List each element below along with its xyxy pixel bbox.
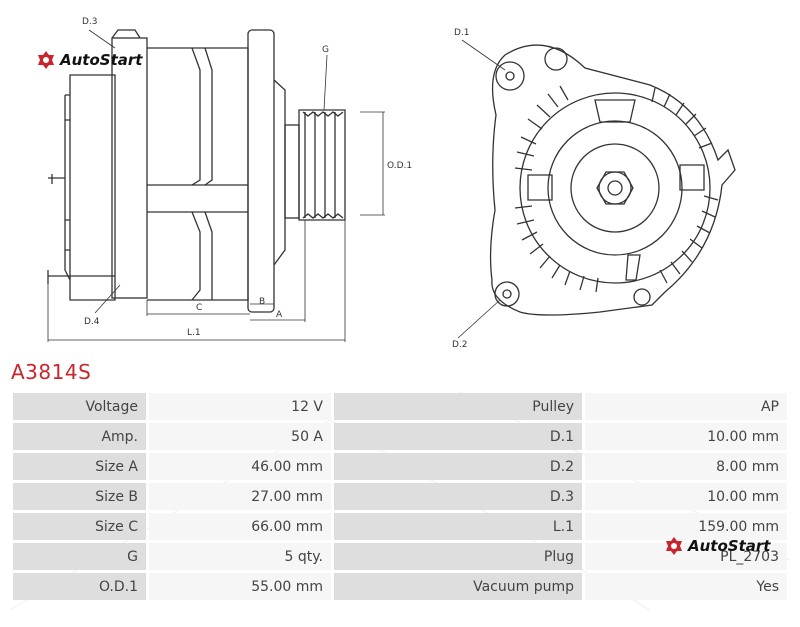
spec-value: PL_2703 [585,543,787,570]
spec-label: Amp. [13,423,146,450]
label-d2: D.2 [452,340,468,350]
brand-logo-text: AutoStart [688,537,771,555]
label-l1: L.1 [187,328,201,338]
spec-value: 10.00 mm [585,423,787,450]
table-row: G 5 qty. Plug PL_2703 [13,543,787,570]
spec-value: 159.00 mm [585,513,787,540]
spec-value: AP [585,393,787,420]
spec-label: O.D.1 [13,573,146,600]
label-od1: O.D.1 [387,161,412,171]
table-row: Voltage 12 V Pulley AP [13,393,787,420]
spec-label: L.1 [334,513,582,540]
spec-label: Voltage [13,393,146,420]
brand-logo-top: AutoStart [36,50,142,70]
spec-label: G [13,543,146,570]
spec-value: 10.00 mm [585,483,787,510]
label-d1: D.1 [454,28,470,38]
spec-value: 66.00 mm [149,513,331,540]
spec-value: 5 qty. [149,543,331,570]
spec-value: Yes [585,573,787,600]
spec-value: 27.00 mm [149,483,331,510]
label-a: A [276,310,283,320]
spec-label: Vacuum pump [334,573,582,600]
spec-value: 8.00 mm [585,453,787,480]
spec-value: 55.00 mm [149,573,331,600]
spec-label: Plug [334,543,582,570]
autostart-logo-icon [666,537,682,555]
brand-logo-bottom: AutoStart [664,536,770,556]
label-b: B [259,297,265,307]
alternator-drawing: D.3 D.4 G C B A L.1 O.D.1 D.1 D.2 [47,17,736,350]
table-row: Size A 46.00 mm D.2 8.00 mm [13,453,787,480]
brand-logo-text: AutoStart [60,51,143,69]
table-row: Size B 27.00 mm D.3 10.00 mm [13,483,787,510]
spec-label: D.3 [334,483,582,510]
spec-label: Size A [13,453,146,480]
table-row: Amp. 50 A D.1 10.00 mm [13,423,787,450]
spec-label: D.2 [334,453,582,480]
spec-label: Size B [13,483,146,510]
spec-value: 12 V [149,393,331,420]
spec-label: Pulley [334,393,582,420]
table-row: O.D.1 55.00 mm Vacuum pump Yes [13,573,787,600]
table-row: Size C 66.00 mm L.1 159.00 mm [13,513,787,540]
part-number-title: A3814S [11,360,92,384]
spec-value: 46.00 mm [149,453,331,480]
specs-table: Voltage 12 V Pulley AP Amp. 50 A D.1 10.… [10,390,790,603]
spec-label: Size C [13,513,146,540]
spec-label: D.1 [334,423,582,450]
label-g: G [322,45,329,55]
label-d3: D.3 [82,17,98,27]
spec-value: 50 A [149,423,331,450]
label-d4: D.4 [84,317,100,327]
autostart-logo-icon [38,51,54,69]
label-c: C [196,303,202,313]
